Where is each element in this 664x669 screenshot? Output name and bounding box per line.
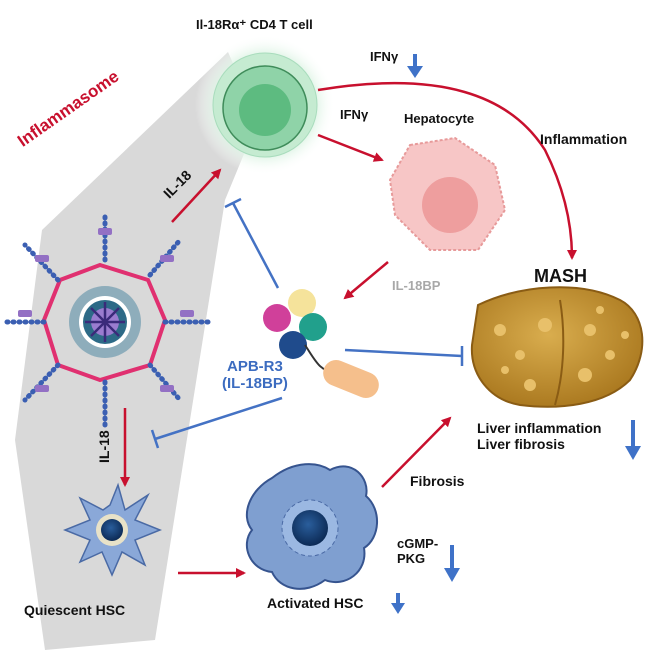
t-cell-label: Il-18Rα⁺ CD4 T cell — [196, 17, 313, 32]
ifn-to-hepatocyte-arrow — [317, 133, 384, 162]
fibrosis-label: Fibrosis — [410, 473, 465, 489]
activated-hsc-label: Activated HSC — [267, 595, 364, 611]
il18bp-label: IL-18BP — [392, 278, 441, 293]
hepatocyte-to-drug-arrow — [343, 261, 389, 300]
activation-arrows — [120, 81, 577, 578]
pkg-label: PKG — [397, 550, 426, 566]
il18-lower-label: IL-18 — [96, 430, 112, 463]
cgmp-label: cGMP- — [397, 536, 439, 551]
drug-inhibits-il18-line — [231, 202, 280, 289]
apb-r3-drug — [263, 289, 379, 398]
liver-fibrosis-label: Liver fibrosis — [477, 436, 565, 453]
down-arrow-icon — [625, 420, 641, 460]
activated-hsc-cell — [245, 463, 379, 590]
inflammasome-complex — [2, 212, 213, 428]
down-arrow-icon — [444, 545, 460, 582]
mash-label: MASH — [534, 266, 587, 286]
drug-inhibits-hsc-line — [154, 396, 283, 441]
down-arrow-icon — [391, 593, 405, 614]
quiescent-hsc-label: Quiescent HSC — [24, 602, 126, 618]
hepatocyte-label: Hepatocyte — [404, 111, 475, 126]
inhibition-icon — [150, 429, 160, 449]
hepatocyte-cell — [388, 136, 507, 251]
quiescent-hsc-cell — [62, 482, 163, 577]
cgmp-pkg-label: cGMP- PKG — [397, 536, 439, 567]
fibrosis-arrow — [381, 416, 452, 488]
liver-outcomes-label: Liver inflammation Liver fibrosis — [477, 420, 601, 452]
mash-liver — [470, 286, 644, 408]
drug-inhibits-liver-line — [344, 348, 463, 358]
inhibition-lines — [150, 197, 464, 449]
inhibition-icon — [224, 197, 242, 209]
apb-r3-label: APB-R3 (IL-18BP) — [222, 358, 288, 393]
inflammation-label: Inflammation — [540, 131, 628, 147]
cd4-t-cell — [195, 35, 335, 175]
ifn-gamma-top-label: IFNγ — [370, 49, 399, 64]
tcell-to-inflammation-arrow — [317, 81, 577, 260]
decrease-arrows — [391, 54, 641, 614]
il18-to-tcell-arrow — [171, 168, 222, 223]
inflammasome-background-wedge — [15, 52, 258, 650]
liver-inflammation-label: Liver inflammation — [477, 420, 602, 436]
ifn-gamma-mid-label: IFNγ — [340, 107, 369, 122]
apb-r3-name: APB-R3 — [227, 358, 283, 375]
down-arrow-icon — [407, 54, 423, 78]
apb-r3-subtitle: (IL-18BP) — [222, 375, 288, 393]
